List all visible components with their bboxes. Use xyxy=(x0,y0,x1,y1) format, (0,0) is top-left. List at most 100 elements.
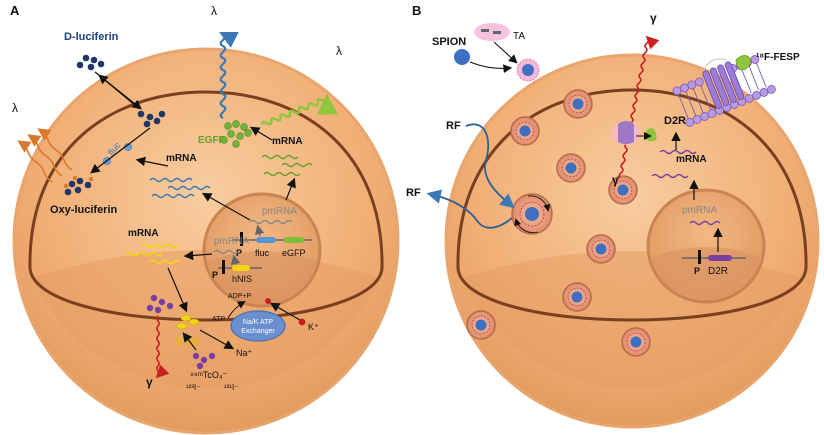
gamma-label-bottom-b: γ xyxy=(612,173,619,187)
k-ion-label: K⁺ xyxy=(308,322,319,332)
arrow-pmrna-to-mrna-yellow xyxy=(183,250,213,261)
d-luciferin-label: D-luciferin xyxy=(64,31,119,43)
blue-light-wave xyxy=(219,32,239,119)
labeled-spion xyxy=(516,58,540,82)
orange-light-wave-1 xyxy=(37,128,73,171)
tracer-ions-upper xyxy=(146,294,174,314)
arrow-hnis-gene-to-pmrna xyxy=(230,254,241,267)
endosome-5 xyxy=(586,234,616,264)
arrow-atp-to-adp xyxy=(227,300,246,319)
panel-b-letter: B xyxy=(412,3,421,18)
gene-egfp-block xyxy=(284,237,304,243)
gene-fluc-block xyxy=(256,237,276,243)
endosome-2 xyxy=(510,116,540,146)
i131-label: ¹³¹I⁻ xyxy=(224,383,238,392)
egfp-molecules xyxy=(220,120,252,148)
mrna-label-cytoplasm: mRNA xyxy=(128,228,159,239)
oxy-luciferin-molecules xyxy=(64,177,92,196)
endosome-7 xyxy=(466,310,496,340)
endosome-8 xyxy=(621,327,651,357)
lambda-label-2: λ xyxy=(211,4,217,18)
lambda-label-1: λ xyxy=(12,101,18,115)
gamma-label-top-b: γ xyxy=(650,11,657,25)
cell-a-inner-membrane xyxy=(28,90,384,322)
gene-hnis-block xyxy=(232,265,250,271)
cell-b-inner-membrane xyxy=(456,88,808,322)
arrow-gene-to-pmrna xyxy=(254,224,265,237)
d2r-internal-complex xyxy=(612,121,657,145)
fesp-ligand xyxy=(735,55,751,71)
d-luciferin-molecules xyxy=(76,54,105,71)
exchanger-label-1: Na/K ATP xyxy=(243,319,274,326)
lambda-label-3: λ xyxy=(336,44,342,58)
atp-label: ATP xyxy=(212,316,225,323)
panel-b: B SPION TA xyxy=(406,3,820,429)
exchanger-label-2: Exchanger xyxy=(241,328,275,335)
d2r-protein-label: D2R xyxy=(664,115,686,127)
arrow-spion-labeling xyxy=(469,61,513,74)
gamma-label-a: γ xyxy=(146,375,153,389)
arrow-mrna-to-fluc xyxy=(135,156,169,167)
spion-particle xyxy=(454,49,470,65)
mrna-label-b: mRNA xyxy=(676,154,707,165)
na-ion-label: Na⁺ xyxy=(236,348,253,358)
endosome-4 xyxy=(608,175,638,205)
rf-in-wave xyxy=(465,123,515,209)
egfp-protein-label: EGFP xyxy=(198,135,226,146)
arrow-mrna-to-hnis xyxy=(167,267,188,313)
mrna-blue-1 xyxy=(149,177,193,183)
endosome-3 xyxy=(556,153,586,183)
arrow-luciferin-to-oxy xyxy=(90,127,151,174)
adp-p-label: ADP+P xyxy=(228,293,251,300)
orange-light-wave-2 xyxy=(27,134,63,177)
pmrna-lower-strand xyxy=(213,249,239,255)
arrow-tracer-uptake xyxy=(182,332,197,351)
arrow-k-ion-in xyxy=(269,302,301,321)
luciferin-cytoplasm-molecules xyxy=(137,110,166,128)
pmrna-upper-strand xyxy=(249,219,293,225)
arrow-mrna-to-egfp xyxy=(249,126,273,141)
rf-out-wave xyxy=(426,189,513,229)
endosome-6 xyxy=(562,282,592,312)
k-ion-inside xyxy=(265,298,271,304)
gamma-ray-wave-b xyxy=(618,35,660,179)
mrna-purple-1 xyxy=(659,149,697,155)
ta-ligand xyxy=(474,23,510,41)
mrna-blue-3 xyxy=(151,193,195,199)
d2r-membrane-receptor xyxy=(672,55,776,127)
gene-d2r-label: D2R xyxy=(708,266,728,277)
fesp-label: ¹⁸F-FESP xyxy=(756,52,800,63)
pmrna-label-b: pmRNA xyxy=(682,205,717,216)
ta-label: TA xyxy=(513,31,525,42)
pmrna-label-upper: pmRNA xyxy=(262,206,297,217)
rf-target-endosome xyxy=(511,193,553,235)
gene-hnis-label: hNIS xyxy=(232,274,252,284)
promoter-lower xyxy=(222,260,225,274)
panel-a-letter: A xyxy=(10,3,20,18)
k-ion-outside xyxy=(298,318,306,326)
nucleus-b-lower-shade xyxy=(650,247,762,300)
mrna-yellow-2 xyxy=(125,251,163,257)
promoter-b xyxy=(698,250,701,264)
i123-label: ¹²³I⁻ xyxy=(186,383,200,392)
endosome-1 xyxy=(563,89,593,119)
gene-egfp-label: eGFP xyxy=(282,248,306,258)
arrow-ta-labeling xyxy=(493,41,518,64)
mrna-yellow-3 xyxy=(149,259,181,265)
mrna-blue-2 xyxy=(167,185,211,191)
mrna-label-top-right: mRNA xyxy=(272,136,303,147)
rf-out-label: RF xyxy=(406,187,421,199)
gene-d2r-block xyxy=(708,255,732,261)
pmrna-strand-b xyxy=(689,220,721,226)
panel-a: A λ λ λ D-luciferin fluc xyxy=(10,3,400,435)
na-k-atp-exchanger xyxy=(230,310,286,342)
hnis-transporter xyxy=(176,314,200,330)
promoter-lower-label: P xyxy=(212,270,218,280)
mrna-label-top-left: mRNA xyxy=(166,153,197,164)
arrow-pmrna-to-mrna xyxy=(285,177,296,201)
rf-in-label: RF xyxy=(446,120,461,132)
orange-light-wave-3 xyxy=(17,140,53,183)
mrna-green-2 xyxy=(281,162,313,168)
promoter-label-b: P xyxy=(694,266,700,276)
